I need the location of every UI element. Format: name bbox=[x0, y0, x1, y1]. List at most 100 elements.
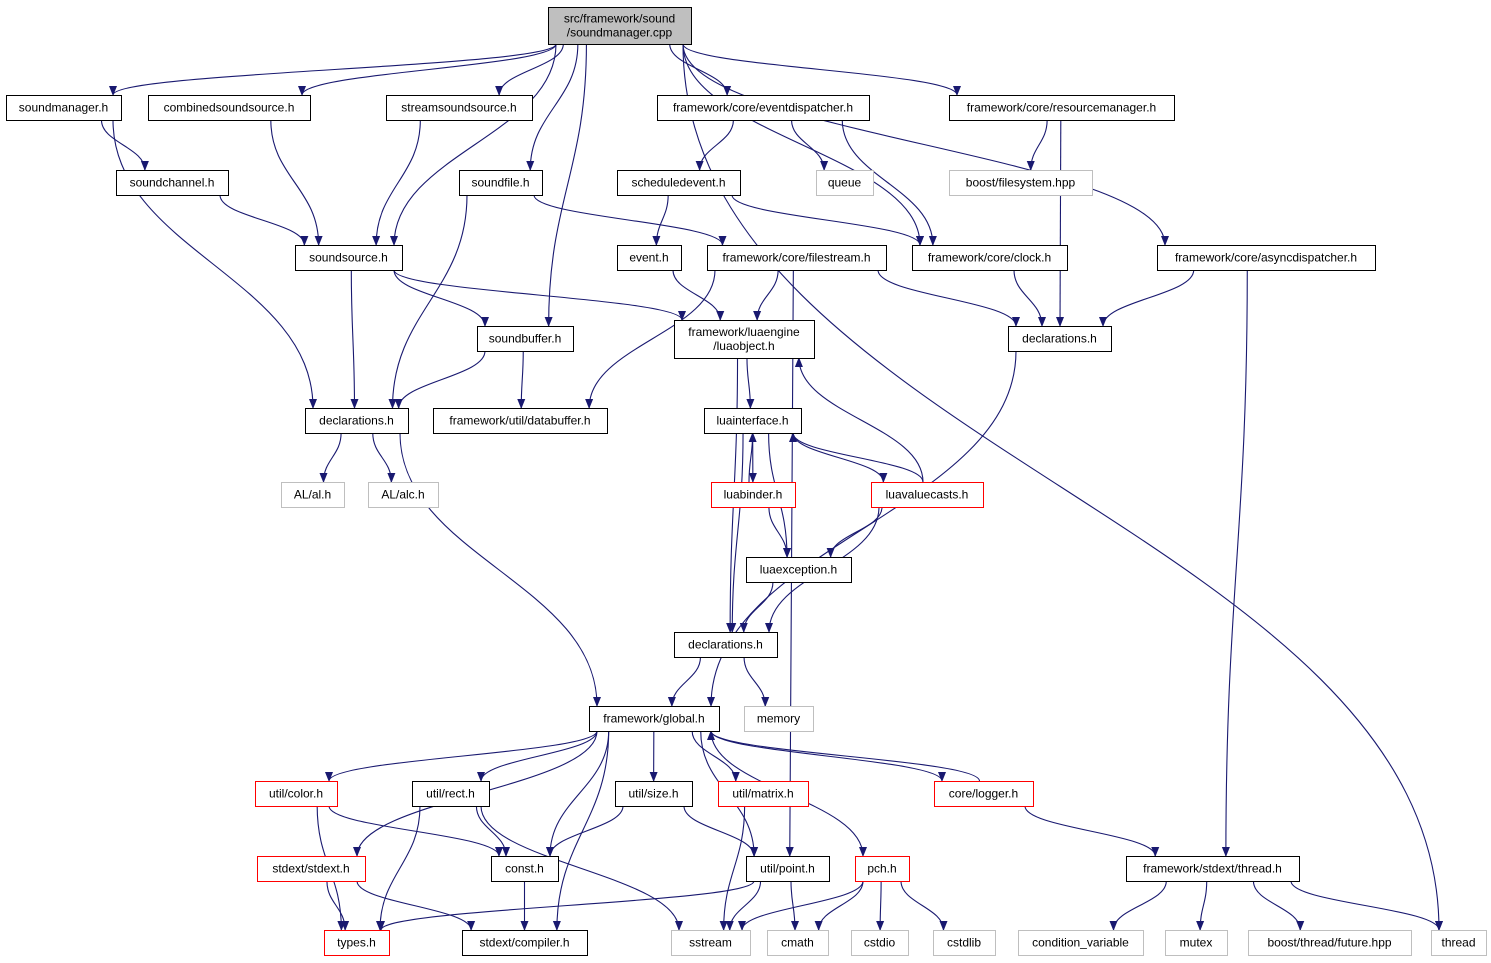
node-cmath[interactable]: cmath bbox=[767, 930, 829, 956]
node-queue[interactable]: queue bbox=[816, 170, 874, 196]
node-sstream[interactable]: sstream bbox=[671, 930, 751, 956]
node-box[interactable] bbox=[851, 930, 909, 956]
node-box[interactable] bbox=[368, 482, 439, 508]
node-box[interactable] bbox=[671, 930, 751, 956]
node-asyncdispatcher-h[interactable]: framework/core/asyncdispatcher.h bbox=[1157, 245, 1376, 271]
node-thread-h[interactable]: framework/stdext/thread.h bbox=[1126, 856, 1300, 882]
node-box[interactable] bbox=[657, 95, 870, 121]
node-eventdispatcher-h[interactable]: framework/core/eventdispatcher.h bbox=[657, 95, 870, 121]
node-box[interactable] bbox=[855, 856, 910, 882]
node-sound-declarations-h[interactable]: declarations.h bbox=[305, 408, 409, 434]
node-clock-h[interactable]: framework/core/clock.h bbox=[912, 245, 1068, 271]
node-box[interactable] bbox=[1018, 930, 1144, 956]
node-box[interactable] bbox=[148, 95, 311, 121]
node-box[interactable] bbox=[433, 408, 608, 434]
node-box[interactable] bbox=[674, 632, 778, 658]
node-box[interactable] bbox=[746, 557, 852, 583]
node-pch-h[interactable]: pch.h bbox=[855, 856, 910, 882]
node-luabinder-h[interactable]: luabinder.h bbox=[711, 482, 796, 508]
node-box[interactable] bbox=[1008, 326, 1112, 352]
node-box[interactable] bbox=[718, 781, 809, 807]
node-resourcemanager-h[interactable]: framework/core/resourcemanager.h bbox=[949, 95, 1175, 121]
node-point-h[interactable]: util/point.h bbox=[746, 856, 830, 882]
node-box[interactable] bbox=[871, 482, 984, 508]
node-mutex[interactable]: mutex bbox=[1165, 930, 1228, 956]
node-box[interactable] bbox=[816, 170, 874, 196]
node-logger-h[interactable]: core/logger.h bbox=[934, 781, 1034, 807]
node-box[interactable] bbox=[1248, 930, 1412, 956]
node-soundbuffer-h[interactable]: soundbuffer.h bbox=[477, 326, 574, 352]
node-box[interactable] bbox=[933, 930, 996, 956]
node-box[interactable] bbox=[711, 482, 796, 508]
node-box[interactable] bbox=[386, 95, 533, 121]
node-memory[interactable]: memory bbox=[744, 706, 814, 732]
node-luavaluecasts-h[interactable]: luavaluecasts.h bbox=[871, 482, 984, 508]
node-box[interactable] bbox=[462, 930, 588, 956]
node-box[interactable] bbox=[912, 245, 1068, 271]
node-box[interactable] bbox=[704, 408, 802, 434]
node-cstdlib[interactable]: cstdlib bbox=[933, 930, 996, 956]
node-box[interactable] bbox=[617, 245, 682, 271]
node-lua-declarations-h[interactable]: declarations.h bbox=[674, 632, 778, 658]
node-box[interactable] bbox=[1165, 930, 1228, 956]
node-streamsoundsource-h[interactable]: streamsoundsource.h bbox=[386, 95, 533, 121]
node-box[interactable] bbox=[324, 930, 390, 956]
node-event-h[interactable]: event.h bbox=[617, 245, 682, 271]
node-rect-h[interactable]: util/rect.h bbox=[412, 781, 490, 807]
node-box[interactable] bbox=[589, 706, 720, 732]
node-size-h[interactable]: util/size.h bbox=[615, 781, 693, 807]
node-box[interactable] bbox=[548, 7, 692, 45]
node-boost-future[interactable]: boost/thread/future.hpp bbox=[1248, 930, 1412, 956]
node-box[interactable] bbox=[116, 170, 229, 196]
node-luaexception-h[interactable]: luaexception.h bbox=[746, 557, 852, 583]
node-global-h[interactable]: framework/global.h bbox=[589, 706, 720, 732]
node-box[interactable] bbox=[295, 245, 403, 271]
node-databuffer-h[interactable]: framework/util/databuffer.h bbox=[433, 408, 608, 434]
node-box[interactable] bbox=[1431, 930, 1487, 956]
node-box[interactable] bbox=[674, 320, 815, 359]
node-box[interactable] bbox=[491, 856, 559, 882]
node-condition-variable[interactable]: condition_variable bbox=[1018, 930, 1144, 956]
node-soundchannel-h[interactable]: soundchannel.h bbox=[116, 170, 229, 196]
node-box[interactable] bbox=[1157, 245, 1376, 271]
node-box[interactable] bbox=[1126, 856, 1300, 882]
node-core-declarations-h[interactable]: declarations.h bbox=[1008, 326, 1112, 352]
node-compiler-h[interactable]: stdext/compiler.h bbox=[462, 930, 588, 956]
node-const-h[interactable]: const.h bbox=[491, 856, 559, 882]
node-stdext-h[interactable]: stdext/stdext.h bbox=[257, 856, 366, 882]
node-box[interactable] bbox=[746, 856, 830, 882]
node-box[interactable] bbox=[934, 781, 1034, 807]
node-luaobject-h[interactable]: framework/luaengine/luaobject.h bbox=[674, 320, 815, 359]
node-box[interactable] bbox=[305, 408, 409, 434]
node-box[interactable] bbox=[257, 856, 366, 882]
node-filestream-h[interactable]: framework/core/filestream.h bbox=[707, 245, 887, 271]
node-box[interactable] bbox=[477, 326, 574, 352]
node-root[interactable]: src/framework/sound/soundmanager.cpp bbox=[548, 7, 692, 45]
node-cstdio[interactable]: cstdio bbox=[851, 930, 909, 956]
node-box[interactable] bbox=[949, 170, 1093, 196]
node-scheduledevent-h[interactable]: scheduledevent.h bbox=[617, 170, 741, 196]
node-box[interactable] bbox=[6, 95, 122, 121]
node-color-h[interactable]: util/color.h bbox=[255, 781, 338, 807]
node-box[interactable] bbox=[949, 95, 1175, 121]
node-box[interactable] bbox=[617, 170, 741, 196]
node-alc-h[interactable]: AL/alc.h bbox=[368, 482, 439, 508]
node-box[interactable] bbox=[767, 930, 829, 956]
node-box[interactable] bbox=[412, 781, 490, 807]
node-soundmanager-h[interactable]: soundmanager.h bbox=[6, 95, 122, 121]
node-combinedsoundsource-h[interactable]: combinedsoundsource.h bbox=[148, 95, 311, 121]
node-box[interactable] bbox=[744, 706, 814, 732]
node-box[interactable] bbox=[281, 482, 345, 508]
node-box[interactable] bbox=[707, 245, 887, 271]
node-box[interactable] bbox=[255, 781, 338, 807]
node-types-h[interactable]: types.h bbox=[324, 930, 390, 956]
node-matrix-h[interactable]: util/matrix.h bbox=[718, 781, 809, 807]
node-soundsource-h[interactable]: soundsource.h bbox=[295, 245, 403, 271]
node-boost-filesystem[interactable]: boost/filesystem.hpp bbox=[949, 170, 1093, 196]
node-al-h[interactable]: AL/al.h bbox=[281, 482, 345, 508]
node-luainterface-h[interactable]: luainterface.h bbox=[704, 408, 802, 434]
node-soundfile-h[interactable]: soundfile.h bbox=[459, 170, 543, 196]
node-box[interactable] bbox=[459, 170, 543, 196]
node-box[interactable] bbox=[615, 781, 693, 807]
node-thread[interactable]: thread bbox=[1431, 930, 1487, 956]
